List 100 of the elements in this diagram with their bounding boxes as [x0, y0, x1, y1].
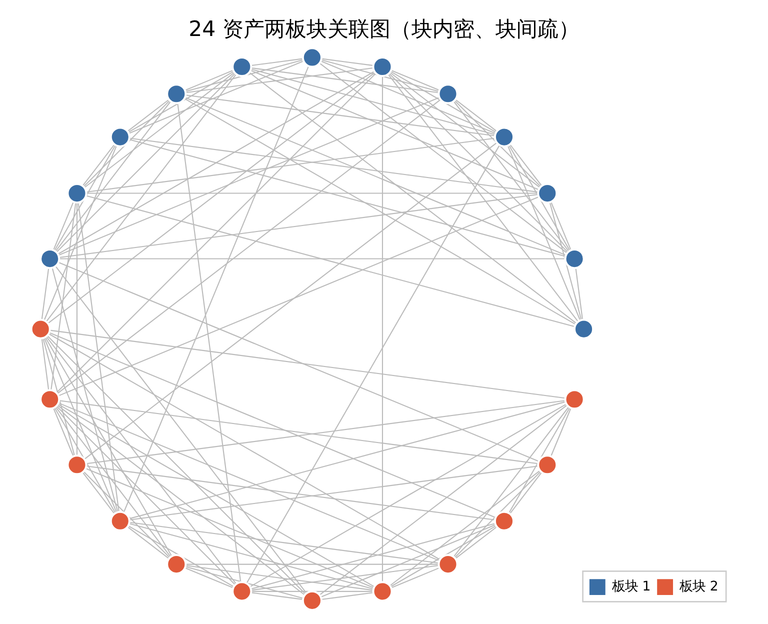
connector: [52, 268, 118, 512]
connector: [123, 66, 309, 512]
connector: [84, 142, 498, 460]
connector: [58, 404, 375, 588]
node-circle: [232, 56, 252, 77]
connector: [58, 402, 440, 562]
connector: [186, 67, 374, 94]
connector: [251, 67, 439, 94]
connector: [184, 98, 576, 325]
connector: [82, 472, 115, 514]
connector: [186, 565, 374, 591]
connector: [388, 74, 578, 322]
connector: [56, 73, 376, 393]
connector: [454, 472, 541, 558]
connector: [186, 566, 304, 599]
connector: [251, 68, 496, 136]
node-circle: [537, 183, 558, 204]
connector: [49, 332, 496, 518]
connector: [390, 470, 540, 586]
connector: [84, 472, 170, 558]
connector: [56, 406, 236, 585]
connector: [319, 404, 568, 596]
node-circle: [166, 84, 187, 104]
node-circle: [66, 183, 88, 204]
connector: [185, 70, 234, 91]
connector: [57, 99, 441, 394]
connector: [82, 144, 115, 186]
connector: [320, 60, 496, 134]
node-circle: [232, 581, 252, 602]
connector: [54, 407, 116, 514]
diagram-title: 24 资产两板块关联图（块内密、块间疏）: [188, 16, 580, 42]
connector: [549, 202, 582, 320]
connector: [86, 466, 495, 520]
connector: [41, 338, 50, 390]
connector: [54, 144, 116, 251]
node-circle: [30, 318, 51, 340]
connector: [455, 526, 497, 560]
connector: [575, 268, 584, 320]
connector: [550, 202, 572, 250]
node-circle: [564, 389, 585, 410]
connector: [128, 60, 304, 134]
connector: [55, 406, 172, 558]
connector: [48, 72, 376, 324]
connector: [250, 70, 539, 190]
connector: [508, 407, 570, 514]
connector: [59, 258, 566, 260]
connector: [53, 408, 74, 456]
node-circle: [438, 554, 458, 575]
connector: [128, 525, 234, 588]
connector: [78, 202, 120, 512]
connector: [56, 73, 236, 252]
connector: [48, 333, 440, 560]
connector: [322, 592, 374, 600]
connector: [510, 472, 542, 514]
connector: [321, 59, 439, 92]
node-circle: [438, 84, 458, 104]
connector: [84, 100, 170, 187]
node-circle: [66, 454, 88, 476]
connector: [55, 101, 172, 252]
connector: [508, 145, 570, 251]
node-circle: [494, 510, 515, 532]
node-circle: [574, 318, 594, 340]
connector: [510, 144, 542, 186]
connector: [58, 96, 440, 256]
connector: [45, 337, 172, 556]
connector: [50, 330, 566, 399]
connector: [252, 592, 304, 600]
connector: [184, 567, 233, 588]
node-circle: [302, 590, 322, 611]
connector: [321, 58, 373, 66]
connector: [507, 146, 581, 320]
connector: [455, 99, 497, 132]
node-circle: [537, 454, 558, 476]
connector: [128, 71, 234, 133]
connector: [58, 71, 375, 254]
connector: [130, 138, 538, 193]
connector: [47, 336, 306, 594]
connector: [251, 565, 439, 591]
connector: [44, 146, 117, 320]
connector: [249, 72, 576, 324]
connector: [53, 202, 74, 250]
node-circle: [110, 126, 130, 148]
connector: [250, 404, 566, 588]
connector: [320, 524, 496, 598]
connector: [177, 103, 242, 582]
connector: [129, 138, 566, 257]
connector: [382, 76, 384, 582]
connector: [388, 73, 568, 252]
legend-label: 板块 2: [680, 579, 718, 594]
connector: [390, 72, 540, 188]
connector: [84, 72, 235, 188]
connector: [129, 466, 538, 520]
connector: [58, 196, 539, 396]
connector: [453, 101, 570, 252]
connector: [41, 268, 50, 320]
connector: [453, 406, 570, 558]
node-circle: [110, 510, 130, 532]
connector: [129, 401, 566, 520]
node-circle: [40, 389, 60, 410]
connector: [86, 195, 575, 328]
